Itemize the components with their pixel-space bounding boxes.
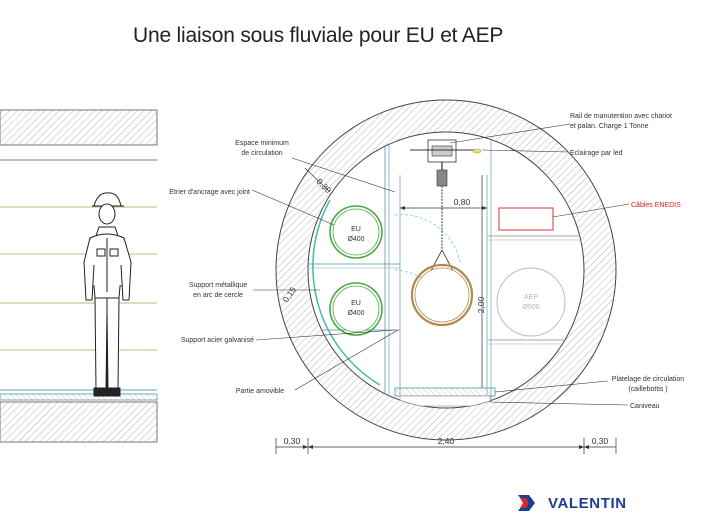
leader-lines (251, 123, 630, 406)
dim-left-030: 0,30 (284, 436, 301, 446)
tunnel-ceiling-wall (0, 109, 158, 146)
longitudinal-section (0, 109, 158, 443)
dimension-200: 2,00 (476, 175, 486, 388)
tunnel-interior (308, 132, 584, 407)
dim-total-240: 2,40 (438, 436, 455, 446)
pipe-eu-bottom: EU Ø400 (329, 282, 383, 336)
label-eclairage: Eclairage par led (570, 150, 623, 157)
label-platelage-line1: Platelage de circulation (612, 376, 684, 383)
walkway-platform (394, 387, 496, 397)
label-espace-line2: de circulation (241, 150, 282, 157)
label-etrier: Etrier d'ancrage avec joint (169, 189, 250, 196)
dim-right-030: 0,30 (592, 436, 609, 446)
pipe-eu-top: EU Ø400 (329, 205, 383, 259)
cable-tray-enedis (498, 207, 554, 231)
tunnel-floor-wall (0, 401, 158, 443)
led-light-icon (472, 148, 482, 154)
pipe-aep: AEP Ø500 (496, 267, 566, 337)
walkway-grating (0, 393, 158, 401)
label-partie-amovible: Partie amovible (236, 388, 284, 395)
bottom-dimensions (275, 438, 617, 454)
pipe-eu-bottom-name: EU (351, 300, 361, 307)
page-title: Une liaison sous fluviale pour EU et AEP (133, 24, 504, 47)
brand-name: VALENTIN (548, 494, 627, 512)
dim-200-label: 2,00 (476, 296, 486, 313)
label-caniveau: Caniveau (630, 403, 660, 410)
worker-figure (83, 192, 132, 397)
pipe-aep-dia: Ø500 (522, 304, 539, 311)
brand-logo: VALENTIN (517, 493, 627, 513)
label-cables-enedis: Câbles ENEDIS (631, 202, 681, 209)
label-support-line2: en arc de cercle (193, 292, 243, 299)
pipe-eu-bottom-dia: Ø400 (347, 310, 364, 317)
label-rail-line1: Rail de manutention avec chariot (570, 113, 672, 120)
label-support-acier: Support acier galvanisé (181, 337, 254, 344)
label-support-line1: Support métallique (189, 282, 247, 289)
pipe-eu-top-name: EU (351, 226, 361, 233)
valentin-logo-icon (518, 495, 535, 511)
hoist-assembly (410, 139, 482, 327)
label-platelage-line2: (caillebottis ) (628, 386, 667, 393)
label-espace-line1: Espace minimum (235, 140, 289, 147)
dim-080-label: 0,80 (454, 197, 471, 207)
dimension-080: 0,80 (400, 197, 487, 210)
pipe-eu-top-dia: Ø400 (347, 236, 364, 243)
label-rail-line2: et palan. Charge 1 Tonne (570, 123, 649, 130)
pipe-aep-name: AEP (524, 294, 538, 301)
